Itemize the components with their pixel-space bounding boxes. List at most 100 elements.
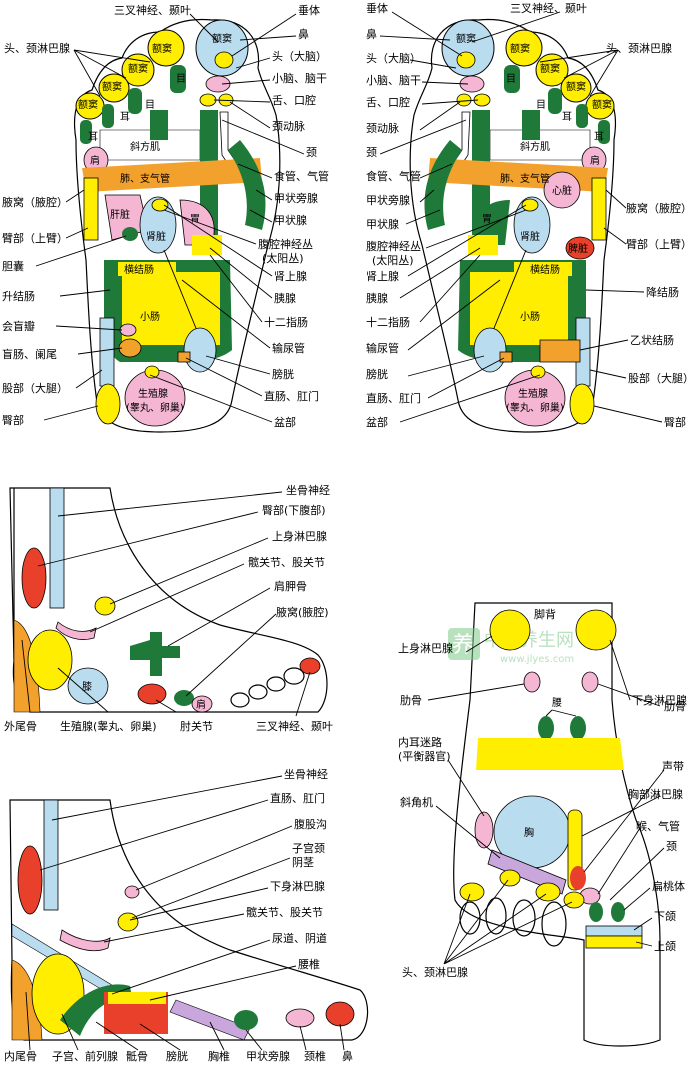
dorsum-inner-yao: 腰 — [552, 697, 562, 709]
inner-foot-leaders — [25, 775, 345, 1051]
right-label-jing: 颈 — [366, 146, 377, 159]
left-inner-mu1: 目 — [176, 74, 186, 85]
left-inner-gan: 肝脏 — [110, 208, 130, 221]
left-cerebellum — [205, 75, 231, 93]
right-label-toujinglin: 头、颈淋巴腺 — [606, 41, 672, 55]
left-inner-er1: 耳 — [120, 111, 130, 123]
dorsum-toe-yellow4 — [563, 891, 585, 909]
inner-thoracic — [169, 999, 251, 1041]
left-inner-wei: 胃 — [190, 213, 200, 225]
right-label-tun: 臀部 — [664, 415, 686, 429]
right-sole: 额窦 额窦 额窦 额窦 额窦 目 目 耳 耳 肩 斜方肌 肺、支气管 心脏 肾脏… — [366, 1, 693, 433]
left-lung — [82, 158, 262, 192]
dorsum-toe-c — [512, 899, 536, 937]
outer-inner-xi: 膝 — [82, 680, 92, 693]
right-pancreas — [468, 235, 498, 255]
left-label-zhichang: 直肠、肛门 — [264, 389, 319, 403]
outer-label-jianjia: 肩胛骨 — [274, 579, 307, 593]
right-label-taiyang: (太阳丛) — [372, 254, 414, 267]
dorsum-label-xiejiao: 斜角机 — [400, 795, 433, 809]
watermark-logo — [448, 628, 480, 660]
dorsum-label-shengdai: 声带 — [662, 759, 684, 773]
dorsum-label-biantao: 扁桃体 — [652, 879, 685, 893]
right-label-jiazhuang: 甲状腺 — [366, 217, 399, 231]
outer-gonad — [27, 629, 73, 691]
right-ureter — [489, 249, 527, 339]
inner-parathyroid — [234, 1010, 258, 1030]
outer-shoulder — [191, 695, 213, 713]
dorsum-outline — [453, 602, 661, 1047]
left-label-pen: 盆部 — [274, 415, 296, 429]
left-label-dannang: 胆囊 — [2, 259, 24, 273]
watermark-url: www.jlyes.com — [500, 654, 574, 665]
dorsum-upper-lymph — [489, 609, 531, 651]
right-label-jiazhuangpang: 甲状旁腺 — [366, 193, 410, 207]
left-inner-e5: 额窦 — [78, 98, 98, 111]
right-label-bibu: 臂部（上臂） — [626, 237, 692, 251]
right-toe3 — [535, 53, 569, 87]
dorsum-label-xiongbu: 胸部淋巴腺 — [628, 787, 683, 801]
left-tongue — [199, 93, 217, 107]
left-inner-e4: 额窦 — [102, 80, 122, 93]
left-rectum — [177, 351, 191, 363]
left-cecum — [118, 338, 142, 358]
outer-toe-b — [248, 684, 268, 700]
inner-label-zigongjing: 子宫颈 — [292, 841, 325, 855]
right-label-sanchashen: 三叉神经、颞叶 — [510, 1, 587, 15]
left-valve — [119, 323, 137, 337]
left-label-shiguan: 食管、气管 — [274, 169, 329, 183]
right-label-shierzhi: 十二指肠 — [366, 315, 410, 329]
dorsum-leaders — [427, 635, 665, 965]
inner-hip — [59, 929, 111, 952]
right-label-shiguan: 食管、气管 — [366, 169, 421, 183]
right-label-chuiti: 垂体 — [366, 1, 388, 15]
left-pelvis-dot — [144, 365, 160, 379]
right-label-xiaonao: 小脑、脑干 — [366, 74, 421, 87]
outer-axilla — [174, 690, 194, 706]
right-inner-mu1: 目 — [506, 74, 516, 85]
right-inner-er1: 耳 — [562, 111, 572, 123]
left-inner-er2: 耳 — [88, 131, 98, 143]
inner-rectum — [17, 845, 43, 915]
outer-toe-c — [266, 676, 286, 692]
right-label-pangguang: 膀胱 — [366, 367, 388, 381]
right-label-toudanao: 头（大脑） — [366, 51, 421, 65]
right-inner-shengzhi1: 生殖腺 — [518, 387, 548, 400]
left-inner-fei: 肺、支气管 — [120, 172, 170, 185]
right-pelvis-dot — [530, 365, 546, 379]
right-inner-e4: 额窦 — [566, 80, 586, 93]
dorsum-tonsil-l — [589, 902, 603, 922]
left-label-chuiti: 垂体 — [298, 3, 320, 17]
right-transverse-colon — [514, 262, 572, 276]
inner-label-fugou: 腹股沟 — [294, 817, 327, 831]
right-inner-e5: 额窦 — [592, 98, 612, 111]
outer-label-tunbu: 臀部(下腹部) — [262, 503, 326, 517]
inner-label-jiazhuangpang: 甲状旁腺 — [246, 1049, 290, 1063]
left-eye-zone2 — [128, 88, 142, 114]
dorsum-diaphragm — [476, 738, 624, 770]
outer-elbow — [137, 683, 167, 705]
inner-nose — [325, 1001, 355, 1027]
dorsum-label-shangshen: 上身淋巴腺 — [398, 641, 453, 655]
left-inner-mu2: 目 — [145, 100, 155, 111]
right-label-jingdongmai: 颈动脉 — [366, 121, 399, 135]
left-label-gubu: 股部（大腿） — [2, 381, 68, 395]
left-transverse-colon — [118, 262, 176, 276]
left-label-yewo: 腋窝（腋腔） — [2, 195, 68, 209]
dorsum-vocal — [570, 866, 586, 890]
right-toe2 — [505, 29, 543, 67]
left-arm — [83, 177, 99, 241]
outer-label-zhouguan: 肘关节 — [180, 719, 213, 733]
dorsum-lower-jaw — [585, 925, 643, 937]
outer-foot-leaders — [21, 491, 311, 717]
left-label-pangguang: 膀胱 — [272, 367, 294, 381]
dorsum-toe-a — [459, 901, 481, 935]
left-sole-leaders — [35, 13, 305, 423]
left-label-jingdongmai: 颈动脉 — [272, 119, 305, 133]
left-label-tun: 臀部 — [2, 413, 24, 427]
dorsum-upper-jaw — [585, 935, 643, 949]
inner-label-xiongzhui: 胸椎 — [208, 1049, 230, 1063]
dorsum-label-neier1: 内耳迷路 — [398, 735, 442, 749]
left-thyroid — [228, 140, 266, 230]
